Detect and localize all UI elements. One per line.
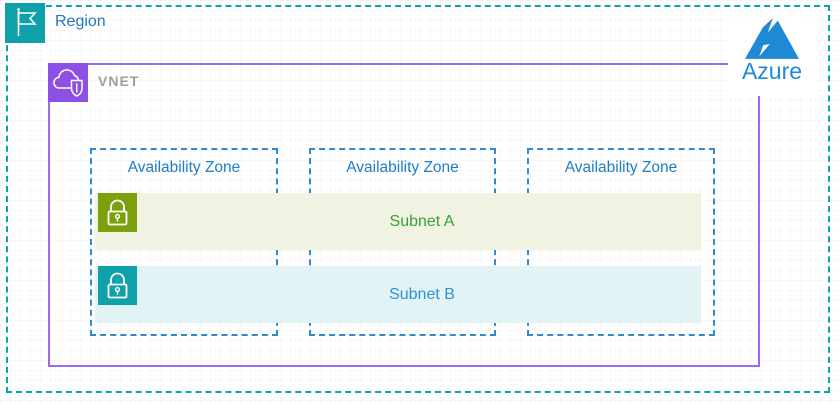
availability-zone-label: Availability Zone — [564, 159, 678, 176]
subnet-b-lock-badge — [98, 266, 137, 305]
cloud-shield-icon — [48, 63, 88, 102]
azure-label: Azure — [741, 58, 803, 84]
lock-icon — [98, 193, 137, 232]
vnet-box — [48, 63, 760, 367]
availability-zone-label: Availability Zone — [127, 159, 241, 176]
azure-logo: Azure — [728, 18, 816, 96]
subnet-a-band: Subnet A — [95, 193, 701, 250]
lock-icon — [98, 266, 137, 305]
vnet-label: VNET — [98, 73, 140, 89]
vnet-badge — [48, 63, 88, 102]
region-label: Region — [55, 13, 106, 30]
subnet-a-label: Subnet A — [389, 213, 455, 230]
subnet-a-lock-badge — [98, 193, 137, 232]
flag-icon — [5, 3, 45, 43]
region-flag-badge — [5, 3, 45, 43]
azure-logo-icon — [745, 18, 799, 59]
availability-zone-label: Availability Zone — [346, 159, 459, 176]
subnet-b-label: Subnet B — [389, 286, 455, 303]
region-box — [6, 5, 830, 393]
subnet-b-band: Subnet B — [95, 266, 701, 323]
